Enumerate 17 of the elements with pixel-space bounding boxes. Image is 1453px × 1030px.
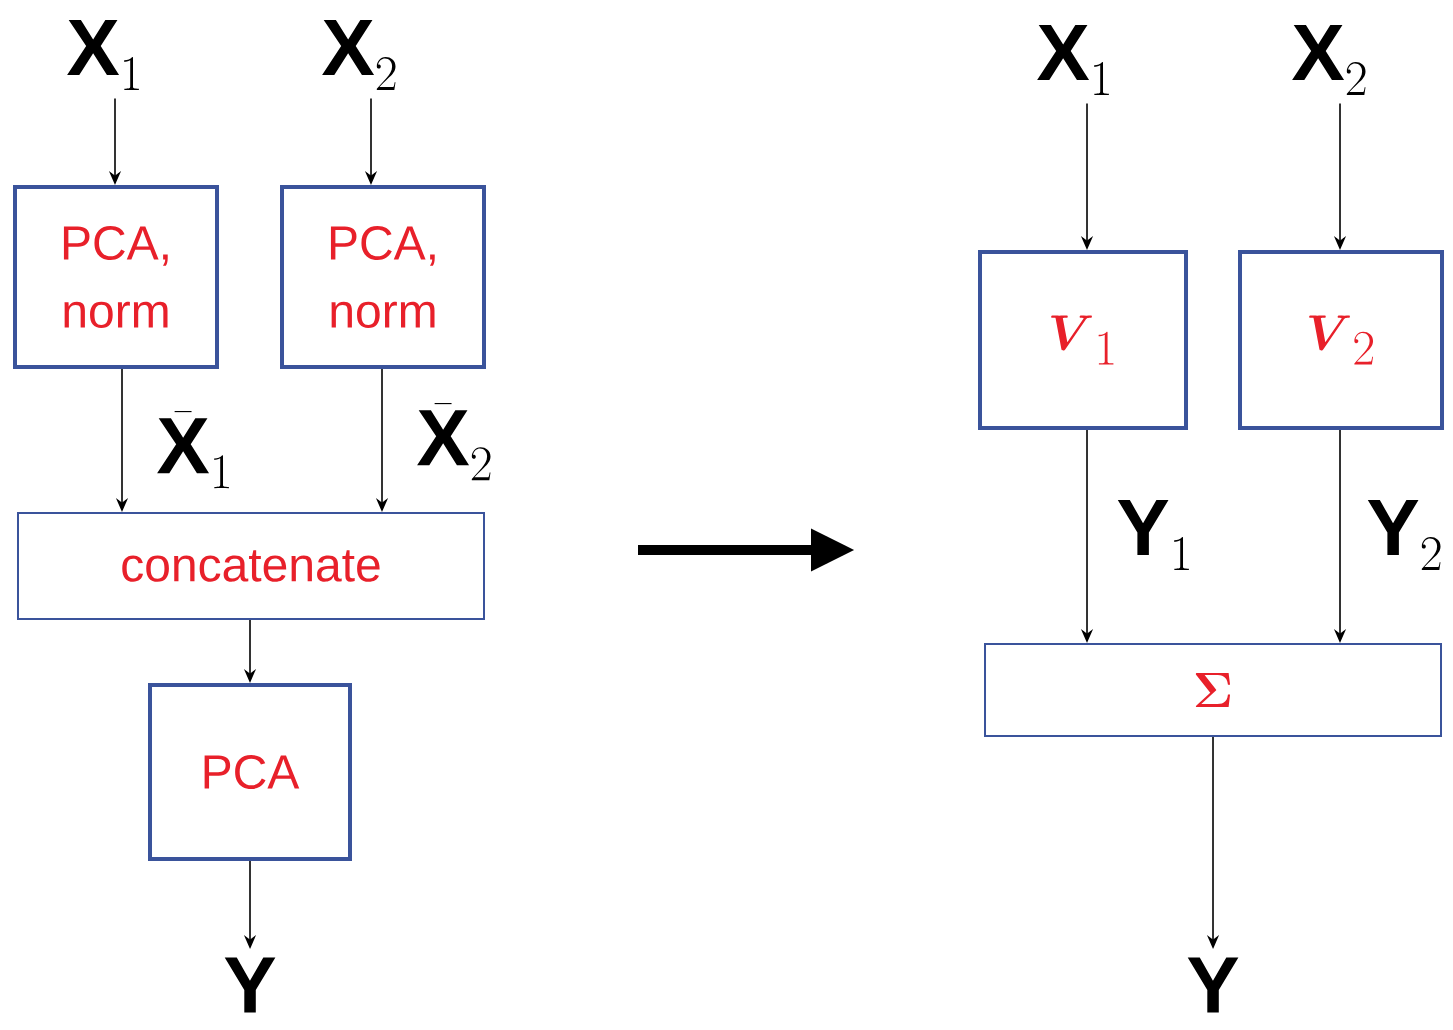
process-box: $\boldsymbol{V}_2$: [1238, 250, 1444, 430]
variable-label: $\mathbf{X}_2$: [322, 20, 396, 90]
edge-label: $\bar{\mathbf{X}}_1$: [154, 409, 236, 491]
process-box: PCA, norm: [13, 185, 219, 369]
variable-label: $\mathbf{X}_2$: [1292, 25, 1366, 95]
process-box: $\boldsymbol{\Sigma}$: [984, 643, 1442, 737]
variable-label: $\mathbf{X}_1$: [67, 20, 139, 90]
variable-label: $\mathbf{X}_1$: [1037, 25, 1109, 95]
edge-label: $\mathbf{Y}_1$: [1114, 498, 1196, 572]
process-box: PCA, norm: [280, 185, 486, 369]
process-box: $\boldsymbol{V}_1$: [978, 250, 1188, 430]
edge-label: $\mathbf{Y}_2$: [1364, 498, 1446, 572]
variable-label: $\mathbf{Y}$: [224, 957, 276, 1013]
process-box: PCA: [148, 683, 352, 861]
process-box: concatenate: [17, 512, 485, 620]
edge-label: $\bar{\mathbf{X}}_2$: [414, 401, 496, 483]
variable-label: $\mathbf{Y}$: [1187, 957, 1239, 1013]
